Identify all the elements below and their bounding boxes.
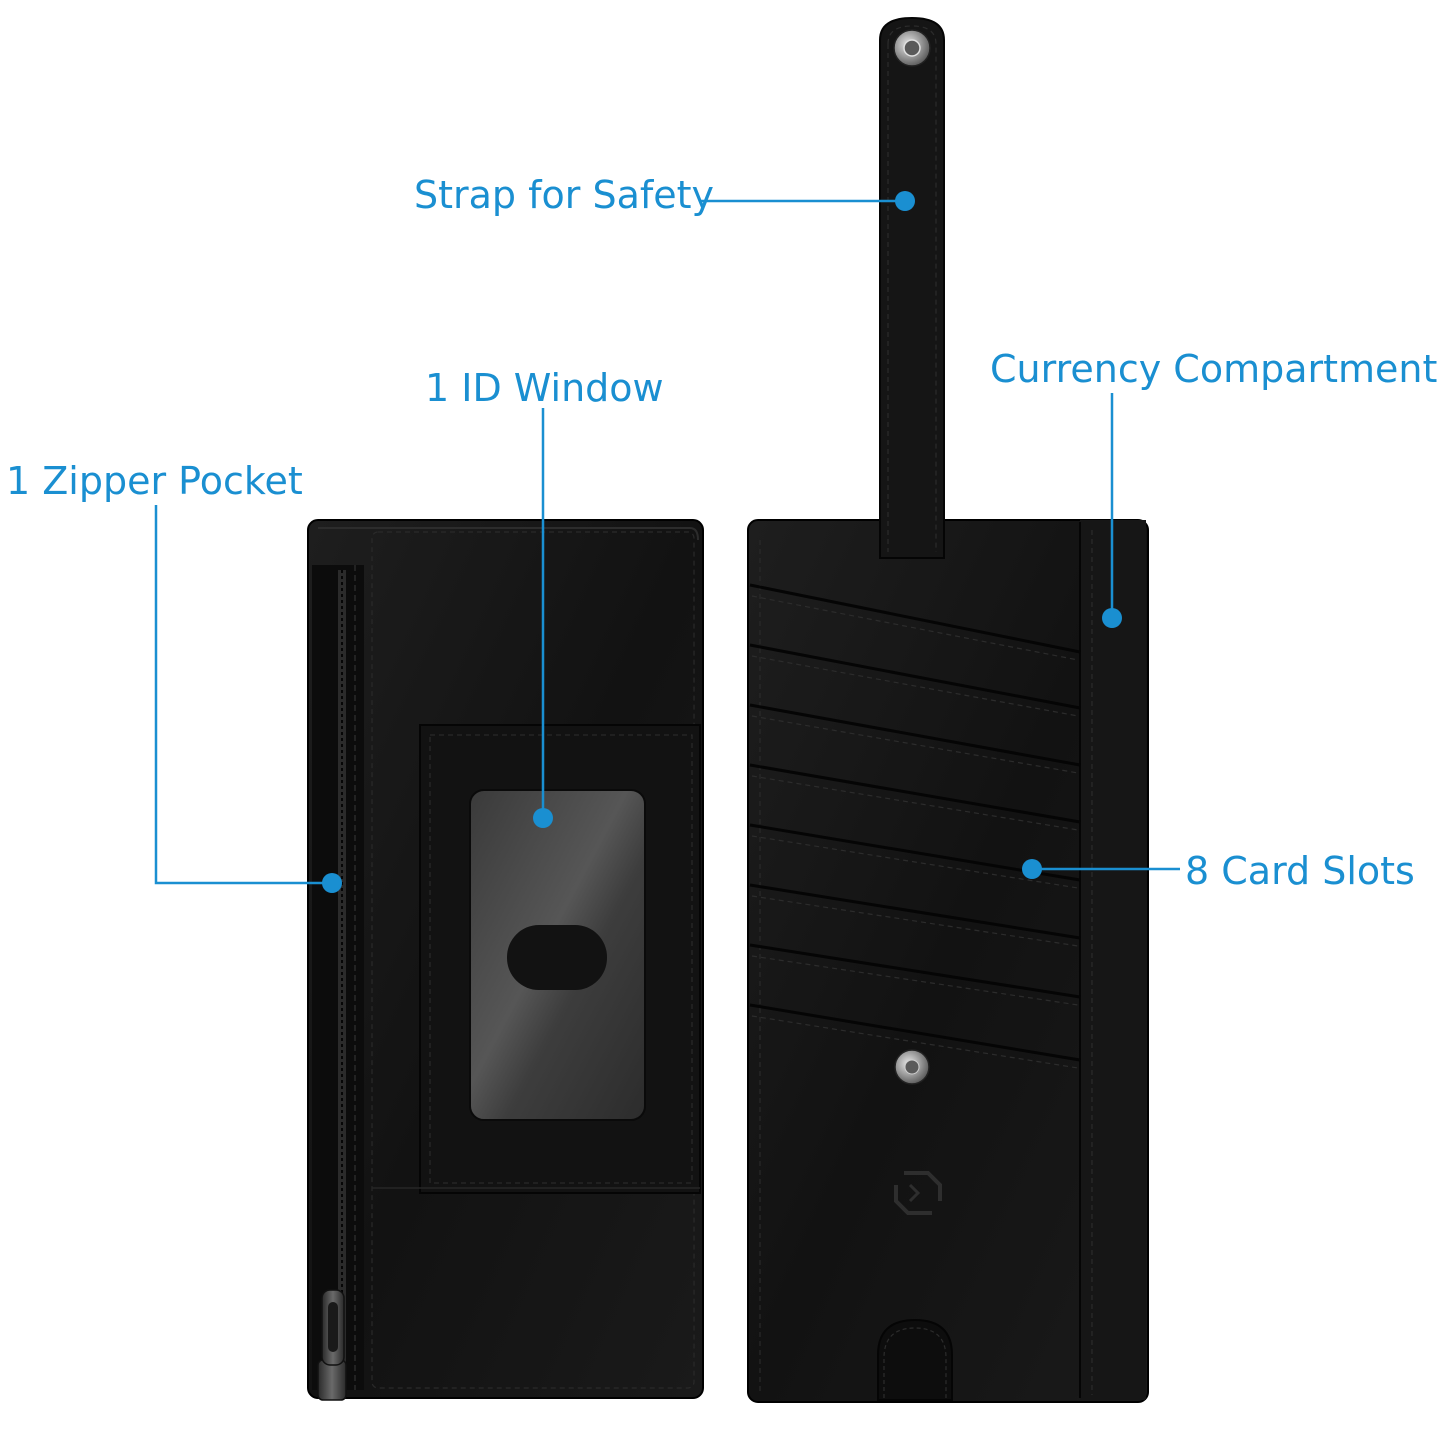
zipper-pocket — [312, 565, 364, 1390]
card-slots — [749, 583, 1081, 1069]
snap-button-icon — [894, 1049, 930, 1085]
strap-callout-label: Strap for Safety — [414, 173, 715, 217]
currency-compartment — [1079, 520, 1146, 1400]
id-window-callout-label: 1 ID Window — [425, 366, 664, 410]
id-window — [469, 789, 646, 1121]
snap-button-icon — [893, 29, 931, 67]
zipper-callout-label: 1 Zipper Pocket — [6, 459, 303, 503]
callout-dots — [322, 191, 1122, 893]
fintie-logo-icon — [894, 1171, 942, 1215]
safety-strap — [879, 16, 945, 559]
zipper-pull-icon — [317, 1289, 347, 1401]
left-wallet — [307, 519, 704, 1401]
currency-callout-label: Currency Compartment — [990, 347, 1438, 391]
card-slots-callout-label: 8 Card Slots — [1185, 849, 1415, 893]
callout-lines — [154, 199, 1180, 885]
right-wallet — [747, 519, 1149, 1403]
